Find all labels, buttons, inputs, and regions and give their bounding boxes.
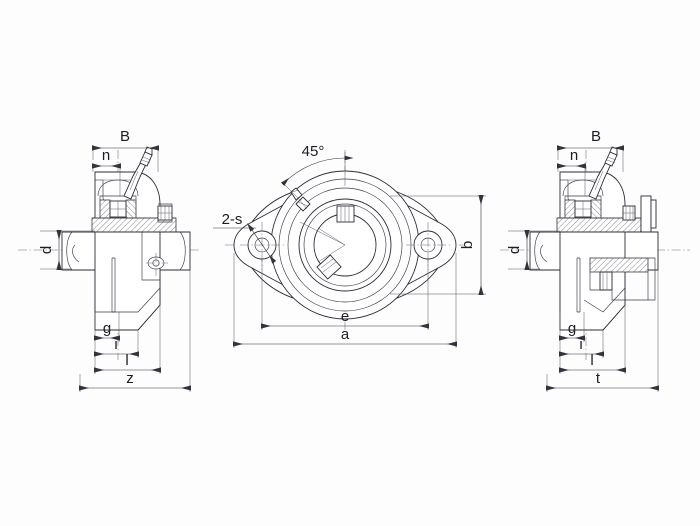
right-lower-cover-plate xyxy=(648,257,656,301)
left-shaft-break-left xyxy=(66,231,73,271)
front-set-screw-body xyxy=(316,254,342,280)
left-set-screw-boss xyxy=(157,203,173,223)
front-bearing-seal-ring xyxy=(303,203,387,287)
left-set-screw-threads xyxy=(160,206,170,220)
front-grease-nipple xyxy=(290,187,311,212)
dimension-l-right: l xyxy=(559,305,626,374)
dimension-d-right: d xyxy=(506,230,560,270)
callout-2-s-label: 2-s xyxy=(222,211,243,228)
dimension-g-left: g xyxy=(94,312,120,342)
right-shaft-break-wave xyxy=(540,244,548,263)
front-nipple-stem xyxy=(290,187,303,201)
dimension-t-right: t xyxy=(546,270,659,392)
front-set-screw-upper xyxy=(336,205,355,223)
dimension-b-left: B xyxy=(92,128,159,172)
dim-d-left-label: d xyxy=(38,246,55,254)
right-cover-plate xyxy=(640,195,652,233)
right-nipple-axis xyxy=(594,170,604,191)
dim-i-right-label: i xyxy=(579,336,582,353)
left-nipple-axis xyxy=(129,170,139,191)
dimension-z-left: z xyxy=(79,270,191,392)
left-bearing-seal-shoulder xyxy=(99,195,137,200)
dim-b-left-label: B xyxy=(120,128,130,145)
dim-b-right-label: B xyxy=(591,128,601,145)
dimension-d-left: d xyxy=(38,230,95,270)
front-housing-ring-2 xyxy=(287,187,403,303)
dim-z-left-label: z xyxy=(126,370,134,387)
front-flange-diamond-edges xyxy=(251,195,439,295)
front-bearing-outer-race xyxy=(298,198,392,292)
right-end-cover xyxy=(640,195,657,233)
right-nipple-knurl xyxy=(606,156,617,164)
angle-45-label: 45° xyxy=(302,143,325,160)
dim-n-left-label: n xyxy=(102,147,110,164)
dimension-b-right: B xyxy=(557,128,624,172)
angle-45-callout: 45° xyxy=(280,143,354,201)
dim-l-left-label: l xyxy=(125,352,128,369)
left-housing-boss-edge xyxy=(141,232,160,281)
right-set-screw-boss xyxy=(622,205,636,221)
front-set-screw-hatch xyxy=(320,258,337,273)
right-housing-lower-taper xyxy=(583,287,626,313)
left-housing-lower-taper xyxy=(95,287,161,313)
front-flange-right-lobe xyxy=(437,221,457,269)
front-set-screw-lower xyxy=(316,254,342,280)
callout-2-s-leader xyxy=(247,222,277,264)
right-bearing-outer-ring-left xyxy=(564,199,576,219)
left-housing-lower-face xyxy=(94,231,161,331)
right-lower-cover-edge xyxy=(611,272,649,301)
left-nipple-knurl xyxy=(141,156,152,164)
left-housing-bolt-hole xyxy=(146,253,168,276)
right-lower-bearing-ring xyxy=(599,271,613,291)
dim-i-left-label: i xyxy=(114,336,117,353)
right-bearing-outer-ring-right xyxy=(590,199,602,219)
left-shaft-break-wave xyxy=(72,244,80,263)
right-housing-slot xyxy=(576,258,581,312)
callout-2-s: 2-s xyxy=(213,211,277,264)
dim-a-front-label: a xyxy=(341,326,350,343)
angle-45-arc xyxy=(280,155,354,187)
dimension-i-right: i xyxy=(559,330,604,358)
dim-d-right-label: d xyxy=(506,246,523,254)
front-elevation-view: 45° 2-s b e a xyxy=(213,143,486,348)
dim-e-front-label: e xyxy=(341,308,349,325)
left-housing-slot xyxy=(111,258,116,312)
right-lower-inner-ring xyxy=(589,257,649,273)
dimension-a-front: a xyxy=(233,253,457,348)
dimension-e-front: e xyxy=(261,258,429,330)
right-set-screw-threads xyxy=(625,206,634,220)
right-shaft-break-left xyxy=(534,231,541,271)
left-bearing-outer-ring-left xyxy=(99,199,111,219)
left-shaft-break-right xyxy=(179,231,186,271)
front-set-screw-upper-threads xyxy=(340,206,350,222)
left-set-screw-collar xyxy=(157,203,173,223)
right-side-section-view: B n d g i xyxy=(500,128,690,392)
front-bore-leader-marks xyxy=(317,227,346,263)
right-housing-slot-ends xyxy=(577,257,580,313)
dim-t-right-label: t xyxy=(596,370,601,387)
dim-b-front-label: b xyxy=(459,241,476,249)
dim-g-right-label: g xyxy=(568,320,576,337)
dimension-n-left: n xyxy=(92,147,121,196)
dimension-b-front: b xyxy=(390,195,486,295)
dimension-n-right: n xyxy=(557,147,586,196)
dimension-g-right: g xyxy=(559,312,585,342)
dim-l-right-label: l xyxy=(590,352,593,369)
front-nipple-stem-line xyxy=(291,189,300,193)
front-bore-radius-line xyxy=(299,221,346,246)
dimension-l-left: l xyxy=(94,305,161,374)
front-nipple-cross xyxy=(297,198,309,210)
right-cover-lip xyxy=(650,199,657,229)
dim-n-right-label: n xyxy=(570,147,578,164)
front-set-screw-upper-body xyxy=(336,205,355,223)
right-bearing-seal-shoulder xyxy=(564,195,602,200)
left-bearing-outer-ring-right xyxy=(125,199,137,219)
right-lower-step xyxy=(589,272,600,291)
dim-g-left-label: g xyxy=(103,320,111,337)
right-lower-bearing-hatch xyxy=(602,272,608,290)
dimension-i-left: i xyxy=(94,330,139,358)
right-housing-lower-face xyxy=(559,231,626,331)
left-side-section-view: B n d g i xyxy=(18,128,200,392)
